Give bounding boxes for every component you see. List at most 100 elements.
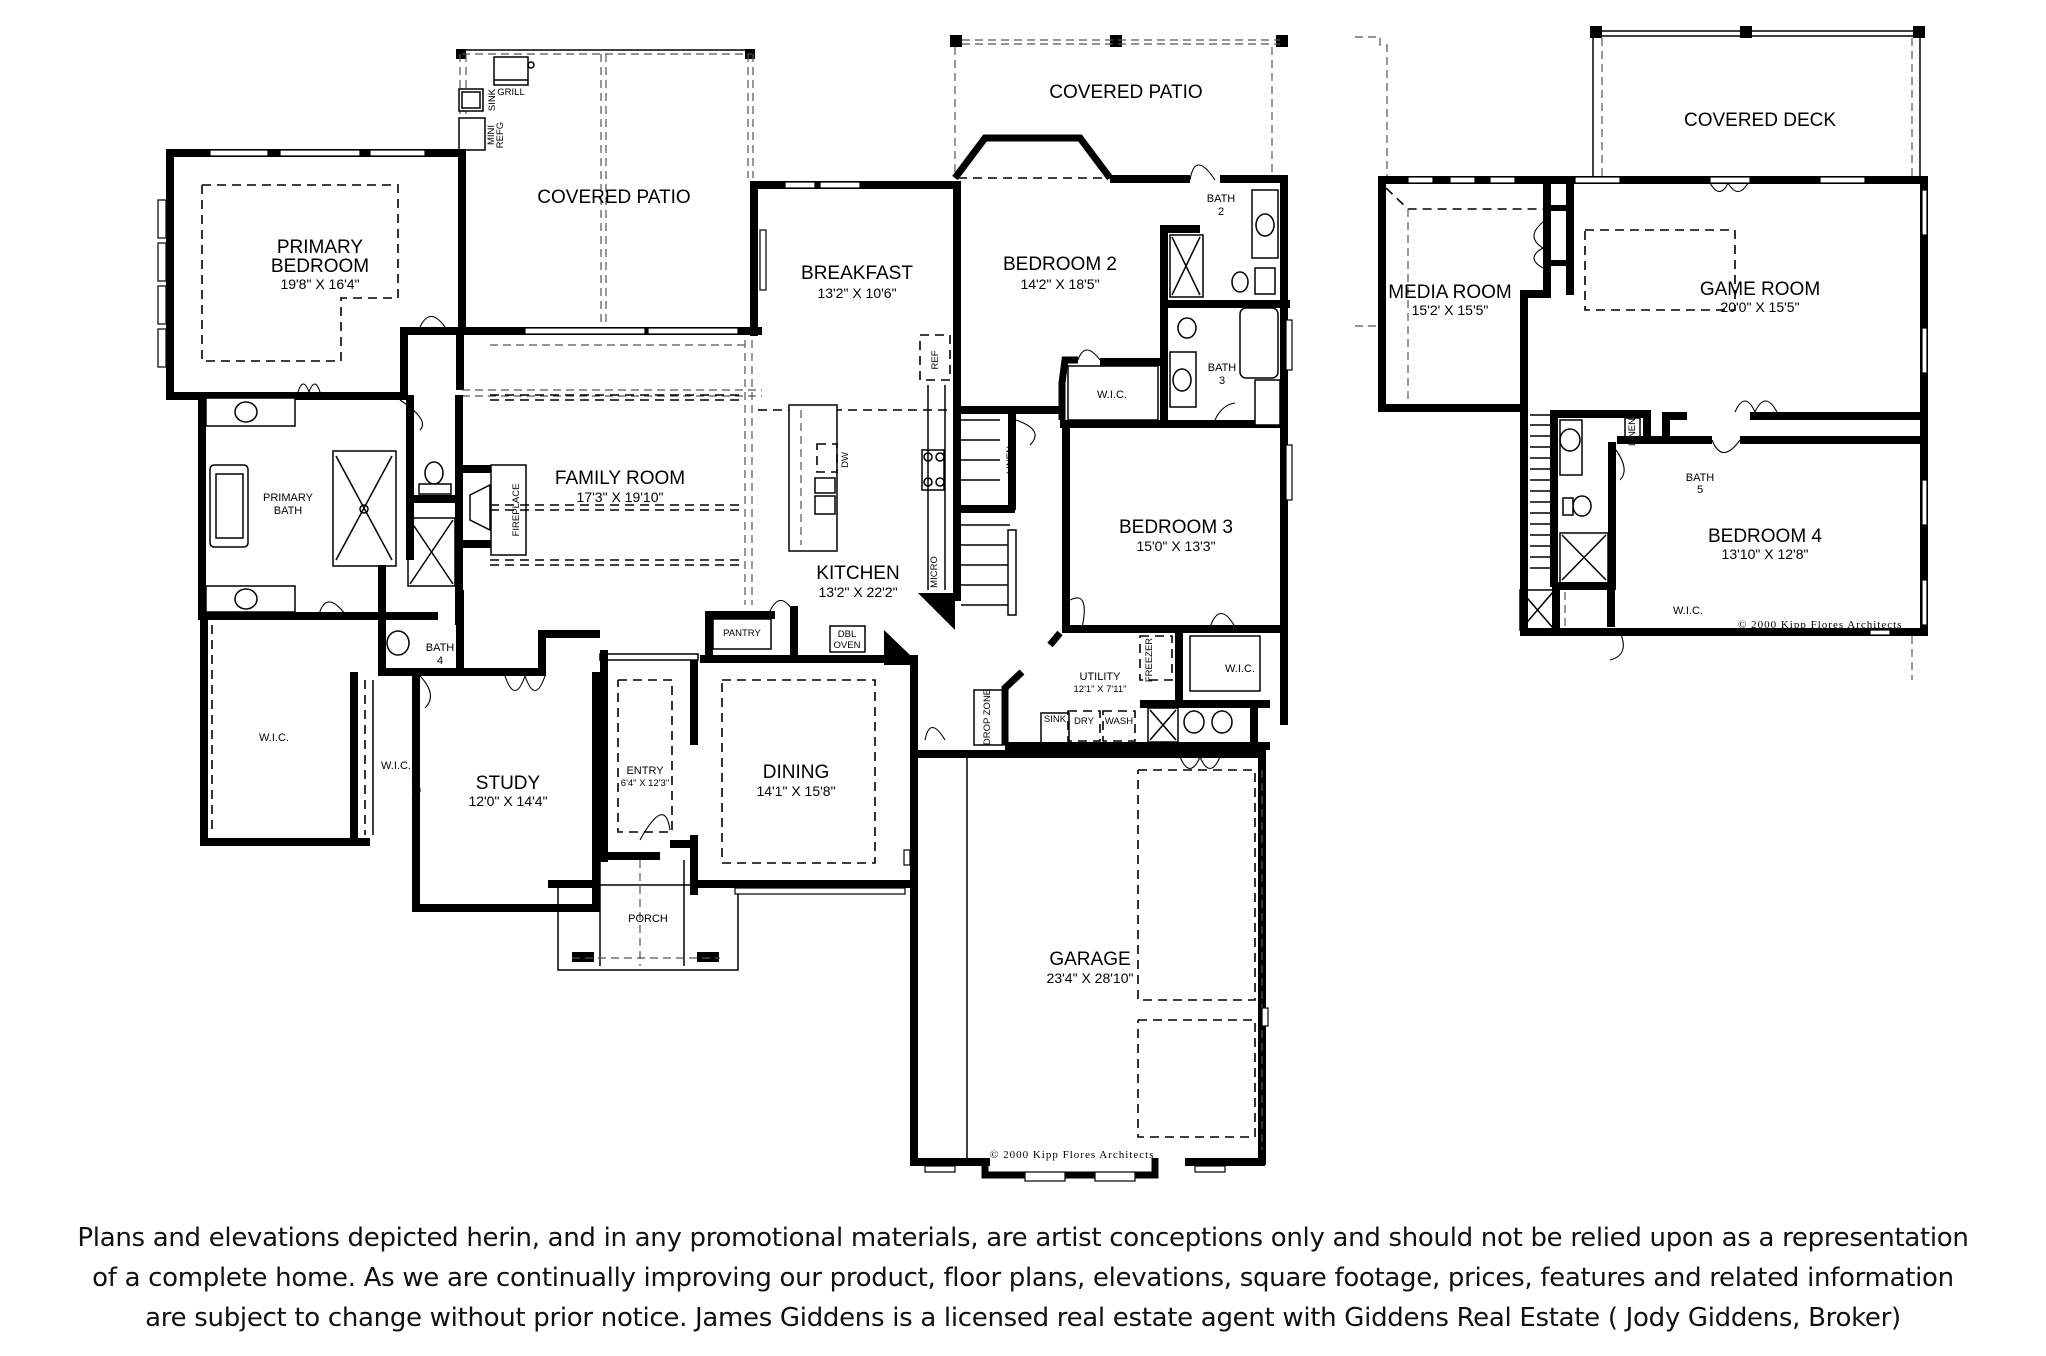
garage-dims: 23'4" X 28'10" bbox=[1047, 970, 1134, 986]
wic-primary-label: W.I.C. bbox=[259, 732, 289, 744]
disclaimer-line-2: of a complete home. As we are continuall… bbox=[92, 1263, 1954, 1293]
grill-label: GRILL bbox=[497, 87, 524, 98]
ref-label: REF bbox=[930, 350, 941, 369]
stairs-hall-structure bbox=[955, 406, 1036, 616]
bath-5-number: 5 bbox=[1697, 484, 1703, 496]
bath-4-number: 4 bbox=[437, 655, 443, 667]
mini-fridge-icon bbox=[458, 117, 486, 151]
copyright-first-floor: © 2000 Kipp Flores Architects bbox=[990, 1149, 1154, 1161]
dining-dims: 14'1" X 15'8" bbox=[756, 783, 835, 799]
floor-plan-drawing: PRIMARY BEDROOM 19'8" X 16'4" COVERED PA… bbox=[157, 26, 1928, 1182]
pantry-shelf bbox=[712, 618, 772, 650]
primary-bedroom-label-2: BEDROOM bbox=[271, 256, 369, 277]
washer-icon bbox=[1102, 710, 1136, 742]
primary-bath-walls bbox=[198, 395, 463, 625]
entry-dims: 6'4" X 12'3" bbox=[621, 778, 669, 789]
bedroom-4-label: BEDROOM 4 bbox=[1708, 526, 1822, 547]
primary-bath-label: PRIMARY bbox=[263, 492, 314, 504]
grill-icon bbox=[493, 56, 529, 86]
dbl-oven-label-2: OVEN bbox=[834, 640, 861, 651]
primary-bedroom-walls bbox=[157, 149, 466, 400]
kitchen-label: KITCHEN bbox=[816, 563, 899, 584]
bath-2-label: BATH bbox=[1207, 193, 1236, 205]
family-room-label: FAMILY ROOM bbox=[555, 468, 685, 489]
freezer-label: FREEZER bbox=[1144, 638, 1155, 682]
covered-patio-left-structure bbox=[456, 49, 755, 330]
covered-deck-label: COVERED DECK bbox=[1684, 110, 1836, 131]
bedroom3-structure bbox=[1062, 420, 1287, 633]
bedroom-2-label: BEDROOM 2 bbox=[1003, 254, 1117, 275]
fireplace-label: FIREPLACE bbox=[511, 484, 522, 537]
outdoor-sink-icon bbox=[458, 88, 484, 112]
bath-5-label: BATH bbox=[1686, 472, 1715, 484]
breakfast-dims: 13'2" X 10'6" bbox=[817, 285, 896, 301]
copyright-second-floor: © 2000 Kipp Flores Architects bbox=[1738, 619, 1902, 631]
family-room-structure bbox=[456, 340, 753, 645]
breakfast-label: BREAKFAST bbox=[801, 263, 913, 284]
utility-structure bbox=[973, 630, 1270, 750]
media-room-dims: 15'2' X 15'5" bbox=[1412, 302, 1489, 318]
primary-bedroom-label: PRIMARY bbox=[277, 237, 364, 258]
drop-zone-label: DROP ZONE bbox=[982, 689, 993, 745]
family-room-dims: 17'3" X 19'10" bbox=[577, 489, 664, 505]
disclaimer: Plans and elevations depicted herin, and… bbox=[0, 1218, 2046, 1338]
bath-3-number: 3 bbox=[1219, 375, 1225, 387]
game-room-dims: 20'0" X 15'5" bbox=[1720, 299, 1799, 315]
entry-label: ENTRY bbox=[626, 765, 664, 777]
bedroom2-patio-structure bbox=[950, 35, 1288, 421]
dryer-icon bbox=[1067, 710, 1101, 742]
garage-label: GARAGE bbox=[1049, 949, 1130, 970]
study-label: STUDY bbox=[476, 773, 541, 794]
bathtub-icon bbox=[209, 464, 249, 548]
dryer-label: DRY bbox=[1074, 716, 1095, 727]
first-floor-labels: PRIMARY BEDROOM 19'8" X 16'4" COVERED PA… bbox=[259, 82, 1255, 1161]
mini-refg-label-2: REFG bbox=[495, 122, 506, 148]
second-floor-top-wall bbox=[1378, 176, 1928, 184]
bedroom-4-dims: 13'10" X 12'8" bbox=[1722, 546, 1809, 562]
bathtub-icon bbox=[1239, 307, 1279, 379]
kitchen-breakfast-structure bbox=[700, 181, 961, 665]
linen-second-floor-label: LINEN bbox=[1627, 418, 1638, 446]
bath-3-label: BATH bbox=[1208, 362, 1237, 374]
garage-structure bbox=[903, 750, 1269, 1182]
washer-label: WASH bbox=[1105, 716, 1133, 727]
outdoor-sink-label: SINK bbox=[487, 88, 498, 111]
refrigerator-icon bbox=[919, 334, 951, 381]
primary-bath-label-2: BATH bbox=[274, 505, 303, 517]
bath-4-label: BATH bbox=[426, 642, 455, 654]
utility-label: UTILITY bbox=[1080, 671, 1122, 683]
game-room-label: GAME ROOM bbox=[1700, 279, 1820, 300]
first-floor-plan: PRIMARY BEDROOM 19'8" X 16'4" COVERED PA… bbox=[157, 35, 1293, 1182]
kitchen-dims: 13'2" X 22'2" bbox=[818, 584, 897, 600]
wic-study-label: W.I.C. bbox=[381, 760, 411, 772]
bath-2-3-structure bbox=[1060, 175, 1293, 725]
disclaimer-line-1: Plans and elevations depicted herin, and… bbox=[77, 1223, 1969, 1253]
primary-bedroom-dims: 19'8" X 16'4" bbox=[280, 276, 359, 292]
freezer-icon bbox=[1139, 635, 1173, 681]
bath4-study-walls bbox=[200, 565, 600, 912]
bedroom-2-dims: 14'2" X 18'5" bbox=[1020, 276, 1099, 292]
dining-label: DINING bbox=[763, 762, 830, 783]
pantry-label: PANTRY bbox=[723, 628, 761, 639]
utility-dims: 12'1" X 7'11" bbox=[1074, 684, 1127, 695]
bedroom-3-label: BEDROOM 3 bbox=[1119, 517, 1233, 538]
disclaimer-line-3: are subject to change without prior noti… bbox=[145, 1303, 1901, 1333]
utility-sink-icon bbox=[1040, 712, 1070, 744]
fireplace-area bbox=[407, 464, 527, 587]
bedroom-3-dims: 15'0" X 13'3" bbox=[1136, 538, 1215, 554]
bath-2-number: 2 bbox=[1218, 206, 1224, 218]
wic-second-floor-label: W.I.C. bbox=[1673, 605, 1703, 617]
media-room-label: MEDIA ROOM bbox=[1388, 282, 1512, 303]
utility-sink-label: SINK bbox=[1044, 714, 1067, 725]
covered-patio-left-label: COVERED PATIO bbox=[537, 187, 690, 208]
linen-label: LINEN bbox=[1005, 446, 1016, 474]
double-oven-icon bbox=[829, 625, 866, 653]
porch-label: PORCH bbox=[628, 913, 668, 925]
study-dims: 12'0" X 14'4" bbox=[468, 793, 547, 809]
covered-patio-right-label: COVERED PATIO bbox=[1049, 82, 1202, 103]
hall-walls bbox=[400, 315, 762, 397]
wic-bedroom-3-label: W.I.C. bbox=[1225, 663, 1255, 675]
dbl-oven-label: DBL bbox=[838, 629, 856, 640]
wic-bedroom-2-label: W.I.C. bbox=[1097, 389, 1127, 401]
mini-refg-label: MINI bbox=[486, 125, 497, 145]
